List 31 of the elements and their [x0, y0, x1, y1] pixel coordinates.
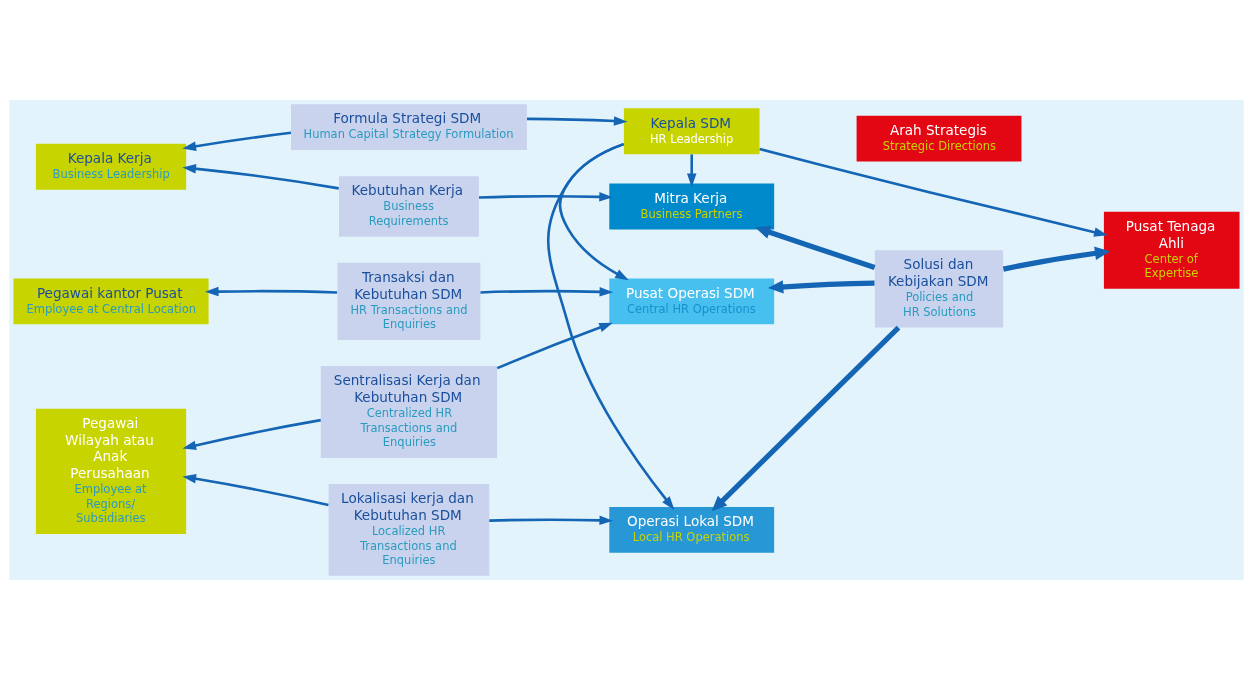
node-box: Pegawai kantor Pusat Employee at Central Location	[13, 277, 209, 324]
arrow	[1002, 246, 1111, 272]
node-box: Transaksi dan Kebutuhan SDM HR Transactions and Enquiries	[337, 262, 481, 340]
arrow	[767, 279, 875, 294]
arrow	[182, 163, 339, 190]
arrow	[182, 418, 321, 450]
arrow	[526, 115, 628, 126]
arrow	[478, 191, 613, 202]
node-box: Formula Strategi SDM Human Capital Strategy Formulation	[291, 103, 527, 150]
arrow	[547, 142, 675, 510]
node-box: Pusat Tenaga Ahli Center of Expertise	[1103, 211, 1240, 289]
node-box: Lokalisasi kerja dan Kebutuhan SDM Localized HR Transactions and Enquiries	[328, 483, 490, 576]
arrow	[754, 225, 876, 270]
node-box: Kebutuhan Kerja Business Requirements	[339, 175, 479, 237]
arrow	[205, 286, 338, 296]
node-box: Solusi dan Kebijakan SDM Policies and HR Solutions	[874, 249, 1004, 327]
arrow	[759, 147, 1108, 237]
arrow	[489, 515, 614, 525]
arrow	[182, 473, 329, 506]
node-box: Operasi Lokal SDM Local HR Operations	[609, 506, 775, 553]
arrow	[480, 286, 614, 297]
node-box: Sentralisasi Kerja dan Kebutuhan SDM Centralized HR Transactions and Enquiries	[320, 365, 498, 458]
arrow	[496, 322, 613, 369]
node-box: Arah Strategis Strategic Directions	[856, 115, 1022, 162]
arrow	[182, 131, 292, 151]
node-box: Kepala Kerja Business Leadership	[35, 143, 187, 190]
node-box: Mitra Kerja Business Partners	[609, 183, 775, 229]
arrow	[711, 325, 901, 511]
node-box: Kepala SDM HR Leadership	[623, 107, 760, 154]
arrow	[686, 153, 697, 187]
node-box: Pegawai Wilayah atau Anak Perusahaan Employee at Regions/ Subsidiaries	[35, 408, 187, 534]
